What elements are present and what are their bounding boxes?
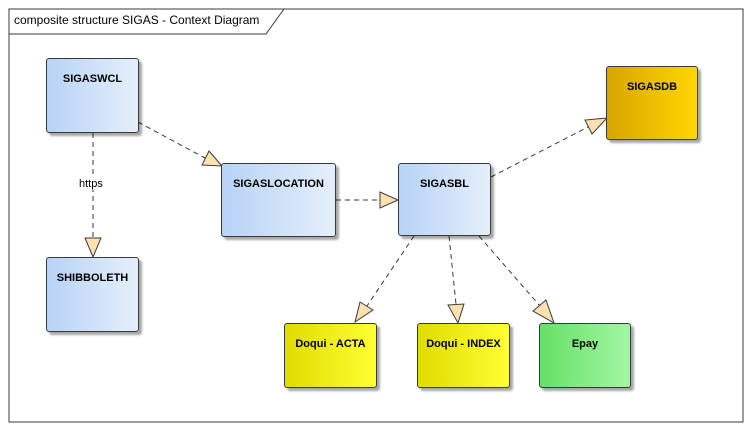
frame-title-tab (9, 8, 285, 35)
node-sigasdb[interactable]: SIGASDB (606, 66, 698, 140)
arrow-head-epay (532, 299, 555, 325)
arrow-heads (84, 117, 609, 325)
node-sigasbl-label: SIGASBL (420, 178, 469, 190)
node-doqui-index-label: Doqui - INDEX (426, 338, 501, 350)
arrow-head-doqui-acta (354, 301, 374, 324)
connectors (92, 121, 589, 307)
edge-sigasbl-doqui-acta (366, 235, 415, 307)
node-sigaslocation-label: SIGASLOCATION (233, 178, 324, 190)
edge-sigasbl-sigasdb (490, 126, 589, 178)
edge-label-https: https (78, 178, 104, 190)
arrow-head-doqui-index (447, 303, 465, 325)
node-doqui-index[interactable]: Doqui - INDEX (417, 323, 510, 388)
node-sigaswcl-label: SIGASWCL (62, 73, 123, 85)
node-doqui-acta[interactable]: Doqui - ACTA (284, 323, 377, 388)
node-sigaswcl[interactable]: SIGASWCL (46, 58, 139, 133)
arrow-head-sigasbl (379, 191, 400, 209)
node-doqui-acta-label: Doqui - ACTA (295, 338, 366, 350)
node-sigasbl[interactable]: SIGASBL (398, 163, 491, 236)
arrow-head-shibboleth (84, 237, 102, 259)
arrow-head-sigaslocation (201, 150, 224, 167)
arrow-head-sigasdb (584, 117, 609, 135)
node-sigasdb-label: SIGASDB (626, 81, 678, 93)
node-epay-label: Epay (571, 338, 599, 350)
edge-sigaswcl-sigaslocation (137, 121, 206, 159)
frame-border (8, 8, 744, 423)
node-epay[interactable]: Epay (539, 323, 631, 388)
edge-sigasbl-doqui-index (448, 235, 457, 305)
node-sigaslocation[interactable]: SIGASLOCATION (221, 163, 336, 237)
diagram-title: composite structure SIGAS - Context Diag… (14, 13, 260, 27)
node-shibboleth[interactable]: SHIBBOLETH (46, 257, 139, 332)
node-shibboleth-label: SHIBBOLETH (56, 272, 129, 284)
edge-sigasbl-epay (478, 235, 541, 307)
